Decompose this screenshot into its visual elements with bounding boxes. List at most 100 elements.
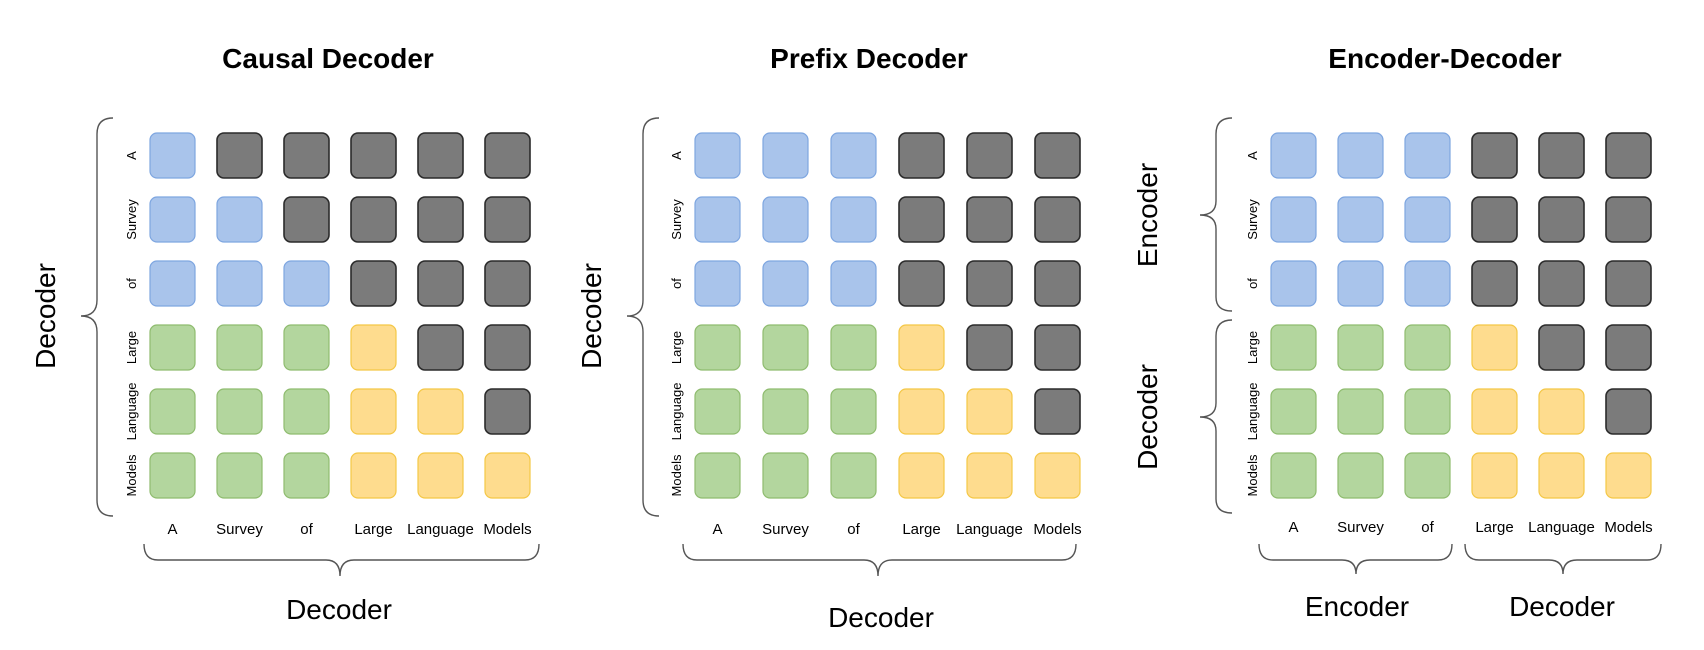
attention-cell-encdec-r4-c4 <box>1538 388 1585 435</box>
attention-cell-encdec-r0-c3 <box>1471 132 1518 179</box>
attention-cell-prefix-r5-c2 <box>830 452 877 499</box>
attention-cell-prefix-r0-c2 <box>830 132 877 179</box>
attention-cell-encdec-r4-c5 <box>1605 388 1652 435</box>
attention-cell-causal-r2-c2 <box>283 260 330 307</box>
attention-cell-prefix-r0-c3 <box>898 132 945 179</box>
left-label-encdec-decoder: Decoder <box>1132 364 1163 470</box>
row-token-label: of <box>1245 278 1260 289</box>
attention-cell-causal-r1-c3 <box>350 196 397 243</box>
attention-cell-causal-r2-c0 <box>149 260 196 307</box>
column-token-label: Models <box>483 521 531 538</box>
attention-cell-causal-r2-c4 <box>417 260 464 307</box>
prefix-decoder-panel: Prefix Decoder ASurveyofLargeLanguageMod… <box>576 43 1082 633</box>
attention-cell-causal-r3-c1 <box>216 324 263 371</box>
attention-cell-encdec-r5-c5 <box>1605 452 1652 499</box>
attention-cell-causal-r5-c5 <box>484 452 531 499</box>
attention-cell-encdec-r0-c1 <box>1337 132 1384 179</box>
attention-cell-causal-r2-c3 <box>350 260 397 307</box>
attention-cell-causal-r2-c5 <box>484 260 531 307</box>
attention-cell-causal-r0-c3 <box>350 132 397 179</box>
attention-cell-prefix-r3-c2 <box>830 324 877 371</box>
panel-title-encdec: Encoder-Decoder <box>1328 43 1561 74</box>
left-brace-prefix <box>626 117 660 517</box>
attention-cell-causal-r4-c0 <box>149 388 196 435</box>
attention-cell-causal-r5-c1 <box>216 452 263 499</box>
bottom-brace-encoder <box>1258 543 1453 575</box>
attention-cell-prefix-r3-c4 <box>966 324 1013 371</box>
attention-cell-encdec-r3-c2 <box>1404 324 1451 371</box>
attention-cell-encdec-r3-c1 <box>1337 324 1384 371</box>
attention-cell-encdec-r3-c3 <box>1471 324 1518 371</box>
attention-cell-encdec-r4-c3 <box>1471 388 1518 435</box>
attention-cell-causal-r3-c3 <box>350 324 397 371</box>
attention-cell-prefix-r5-c3 <box>898 452 945 499</box>
column-token-label: A <box>167 521 177 538</box>
attention-cell-encdec-r5-c3 <box>1471 452 1518 499</box>
attention-cell-prefix-r4-c2 <box>830 388 877 435</box>
attention-cell-encdec-r4-c1 <box>1337 388 1384 435</box>
attention-cell-encdec-r0-c4 <box>1538 132 1585 179</box>
row-token-label: A <box>124 151 139 160</box>
attention-cell-prefix-r3-c0 <box>694 324 741 371</box>
attention-cell-prefix-r4-c5 <box>1034 388 1081 435</box>
attention-cell-prefix-r4-c0 <box>694 388 741 435</box>
left-label-causal-decoder: Decoder <box>30 263 61 369</box>
row-token-label: Large <box>1245 331 1260 364</box>
attention-cell-prefix-r1-c4 <box>966 196 1013 243</box>
attention-cell-encdec-r5-c2 <box>1404 452 1451 499</box>
attention-cell-encdec-r2-c4 <box>1538 260 1585 307</box>
attention-cell-causal-r4-c5 <box>484 388 531 435</box>
bottom-label-encdec-encoder: Encoder <box>1305 591 1409 622</box>
attention-cell-encdec-r1-c5 <box>1605 196 1652 243</box>
column-token-label: Large <box>902 521 940 538</box>
row-token-label: Language <box>669 383 684 441</box>
attention-cell-prefix-r1-c3 <box>898 196 945 243</box>
column-token-label: Large <box>354 521 392 538</box>
attention-cell-encdec-r5-c1 <box>1337 452 1384 499</box>
attention-cell-prefix-r4-c1 <box>762 388 809 435</box>
attention-cell-prefix-r0-c0 <box>694 132 741 179</box>
attention-cell-encdec-r1-c4 <box>1538 196 1585 243</box>
attention-cell-causal-r1-c4 <box>417 196 464 243</box>
attention-cell-encdec-r2-c0 <box>1270 260 1317 307</box>
attention-cell-causal-r0-c2 <box>283 132 330 179</box>
attention-matrix-prefix <box>694 132 1081 499</box>
attention-cell-prefix-r5-c5 <box>1034 452 1081 499</box>
attention-cell-prefix-r1-c5 <box>1034 196 1081 243</box>
attention-cell-causal-r4-c3 <box>350 388 397 435</box>
column-token-label: A <box>1288 519 1298 536</box>
left-brace-encoder <box>1199 117 1233 312</box>
attention-cell-causal-r0-c0 <box>149 132 196 179</box>
attention-cell-causal-r3-c0 <box>149 324 196 371</box>
column-token-label: of <box>300 521 313 538</box>
column-token-label: Models <box>1604 519 1652 536</box>
row-token-label: Language <box>1245 383 1260 441</box>
attention-matrix-encdec <box>1270 132 1652 499</box>
row-token-label: Large <box>669 331 684 364</box>
attention-cell-prefix-r2-c4 <box>966 260 1013 307</box>
attention-cell-causal-r3-c2 <box>283 324 330 371</box>
attention-cell-prefix-r4-c3 <box>898 388 945 435</box>
attention-cell-prefix-r3-c5 <box>1034 324 1081 371</box>
attention-cell-causal-r5-c4 <box>417 452 464 499</box>
left-brace-decoder <box>1199 319 1233 514</box>
row-token-label: of <box>124 278 139 289</box>
attention-cell-prefix-r3-c1 <box>762 324 809 371</box>
row-token-label: Large <box>124 331 139 364</box>
column-token-label: Language <box>407 521 474 538</box>
bottom-brace-prefix <box>682 543 1077 577</box>
attention-cell-prefix-r1-c2 <box>830 196 877 243</box>
attention-cell-encdec-r5-c0 <box>1270 452 1317 499</box>
row-token-label: Survey <box>669 199 684 240</box>
column-token-label: Models <box>1033 521 1081 538</box>
attention-cell-encdec-r3-c4 <box>1538 324 1585 371</box>
attention-cell-prefix-r3-c3 <box>898 324 945 371</box>
row-token-label: of <box>669 278 684 289</box>
row-token-label: A <box>1245 151 1260 160</box>
attention-cell-causal-r3-c5 <box>484 324 531 371</box>
attention-cell-causal-r1-c0 <box>149 196 196 243</box>
column-token-label: Language <box>956 521 1023 538</box>
column-token-label: of <box>1421 519 1434 536</box>
attention-cell-encdec-r4-c2 <box>1404 388 1451 435</box>
